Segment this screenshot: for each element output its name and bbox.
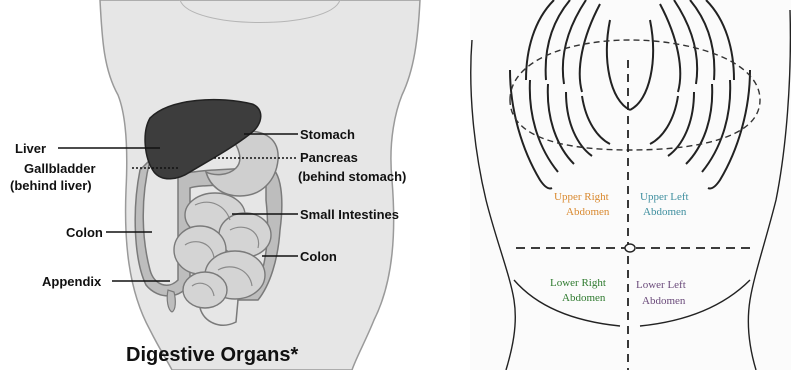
quadrant-upper-left-line2: Abdomen xyxy=(643,206,687,218)
abdomen-quadrants-diagram: Upper Right Abdomen Upper Left Abdomen L… xyxy=(470,0,791,370)
diagram-title: Digestive Organs* xyxy=(126,344,299,366)
rib-cage-left xyxy=(510,0,630,189)
label-gallbladder-note: (behind liver) xyxy=(10,178,92,193)
label-colon-left: Colon xyxy=(66,225,103,240)
rib-cage-right xyxy=(630,0,750,189)
body-outline xyxy=(471,10,791,370)
label-small-intestines: Small Intestines xyxy=(300,207,399,222)
quadrant-lower-left-line1: Lower Left xyxy=(636,279,686,291)
label-colon-right: Colon xyxy=(300,249,337,264)
label-appendix: Appendix xyxy=(42,274,102,289)
label-liver: Liver xyxy=(15,141,46,156)
label-gallbladder: Gallbladder xyxy=(24,161,96,176)
quadrant-lower-left-line2: Abdomen xyxy=(642,295,686,307)
label-pancreas-note: (behind stomach) xyxy=(298,169,406,184)
quadrant-upper-left-line1: Upper Left xyxy=(640,191,689,203)
digestive-organs-diagram: Liver Gallbladder (behind liver) Colon A… xyxy=(0,0,460,370)
quadrant-upper-right-line1: Upper Right xyxy=(554,191,609,203)
quadrant-lower-right-line1: Lower Right xyxy=(550,277,606,289)
digestive-organs-illustration: Liver Gallbladder (behind liver) Colon A… xyxy=(0,0,460,370)
label-pancreas: Pancreas xyxy=(300,150,358,165)
quadrant-lower-right-line2: Abdomen xyxy=(562,292,606,304)
abdomen-quadrants-illustration: Upper Right Abdomen Upper Left Abdomen L… xyxy=(470,0,791,370)
navel-marker xyxy=(625,244,635,252)
label-stomach: Stomach xyxy=(300,127,355,142)
quadrant-upper-right-line2: Abdomen xyxy=(566,206,610,218)
